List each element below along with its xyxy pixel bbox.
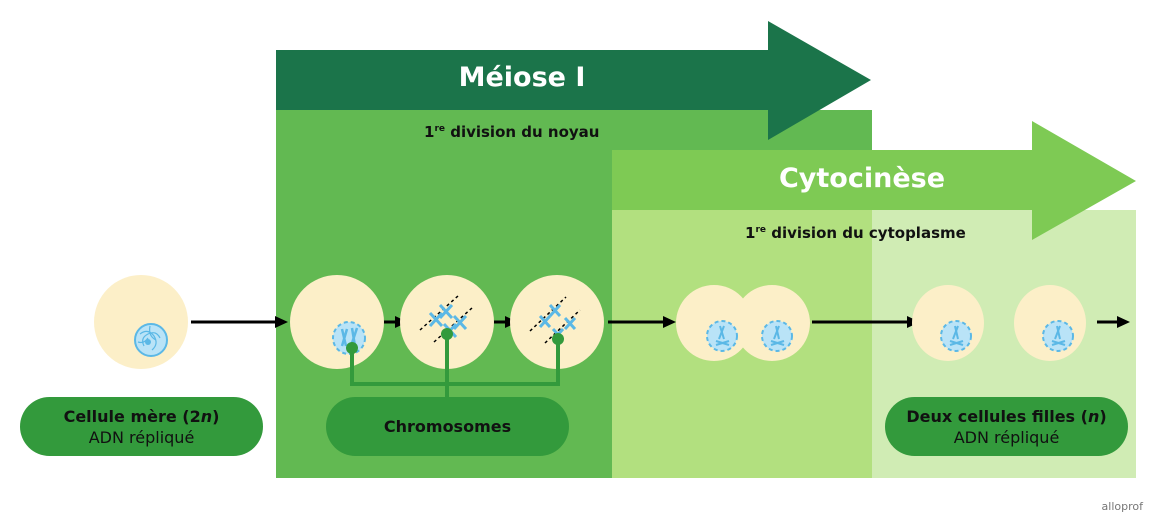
nucleus-icon bbox=[761, 320, 793, 352]
meiosis-arrow bbox=[276, 21, 871, 140]
nucleus-icon bbox=[940, 320, 972, 352]
prophase-cell bbox=[290, 275, 384, 369]
meiosis-title: Méiose I bbox=[458, 62, 586, 93]
mother-cell-label: Cellule mère (2n) ADN répliqué bbox=[20, 397, 263, 456]
dividing-cell bbox=[676, 285, 810, 361]
mother-cell-label-line2: ADN répliqué bbox=[88, 427, 195, 447]
cytokinesis-title: Cytocinèse bbox=[778, 163, 946, 194]
subtitle-superscript: re bbox=[434, 124, 445, 134]
process-arrows bbox=[191, 316, 1130, 328]
subtitle-text: division du cytoplasme bbox=[765, 224, 966, 242]
nucleus-icon bbox=[134, 323, 168, 357]
connector-dot bbox=[552, 333, 564, 345]
subtitle-text: division du noyau bbox=[444, 123, 600, 141]
cytokinesis-arrow bbox=[612, 121, 1136, 240]
mother-cell bbox=[94, 275, 188, 369]
nucleus-icon bbox=[1042, 320, 1074, 352]
subtitle-number: 1 bbox=[745, 224, 756, 242]
connector-dot bbox=[346, 342, 358, 354]
subtitle-number: 1 bbox=[424, 123, 435, 141]
chromosomes-label: Chromosomes bbox=[326, 397, 569, 456]
mother-cell-label-line1: Cellule mère (2n) bbox=[63, 406, 220, 426]
anaphase-cell bbox=[510, 275, 604, 369]
chromosome-connector bbox=[350, 334, 560, 397]
daughter-cells-label-line2: ADN répliqué bbox=[953, 427, 1060, 447]
metaphase-cell bbox=[400, 275, 494, 369]
daughter-cell-2 bbox=[1014, 285, 1086, 361]
connector-dot bbox=[441, 328, 453, 340]
meiosis-subtitle: 1re division du noyau bbox=[424, 123, 599, 141]
chromosomes-label-text: Chromosomes bbox=[383, 417, 512, 436]
watermark-logo: alloprof bbox=[1101, 500, 1143, 513]
cytokinesis-subtitle: 1re division du cytoplasme bbox=[745, 224, 966, 242]
daughter-cell-1 bbox=[912, 285, 984, 361]
daughter-cells-label-line1: Deux cellules filles (n) bbox=[906, 406, 1107, 426]
nucleus-icon bbox=[706, 320, 738, 352]
subtitle-superscript: re bbox=[755, 225, 766, 235]
daughter-cells-label: Deux cellules filles (n) ADN répliqué bbox=[885, 397, 1128, 456]
